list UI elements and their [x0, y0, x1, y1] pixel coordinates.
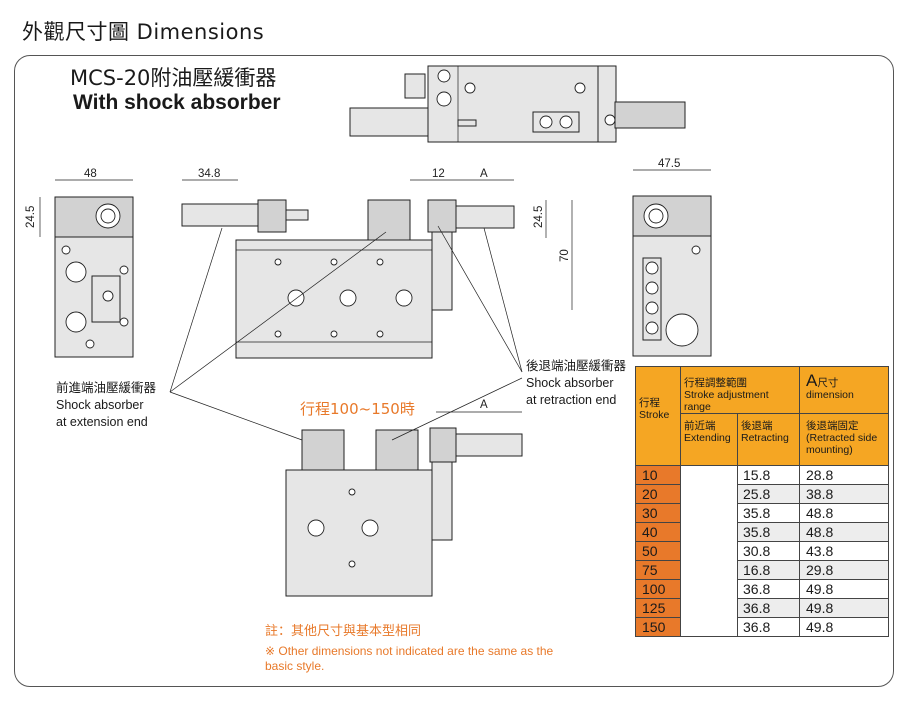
retracting-cell: 16.8 — [737, 560, 800, 580]
ext-absorber-label: 前進端油壓緩衝器 Shock absorber at extension end — [56, 380, 156, 431]
dimension-cell: 49.8 — [799, 579, 889, 599]
detail-view — [285, 427, 523, 597]
page-title: 外觀尺寸圖 Dimensions — [22, 20, 265, 44]
header-extending-cn: 前近端 — [684, 420, 716, 432]
dimension-cell: 49.8 — [799, 598, 889, 618]
dimension-cell: 38.8 — [799, 484, 889, 504]
retracting-cell: 36.8 — [737, 579, 800, 599]
header-stroke-cn: 行程 — [639, 397, 660, 409]
header-a-small: 尺寸dimension — [806, 377, 854, 401]
stroke-cell: 50 — [635, 541, 681, 561]
stroke-cell: 40 — [635, 522, 681, 542]
dimension-cell: 28.8 — [799, 465, 889, 485]
header-fixed: 後退端固定 (Retracted side mounting) — [799, 413, 889, 466]
dimension-cell: 49.8 — [799, 617, 889, 637]
drawing-frame — [14, 55, 894, 687]
right-side-view — [632, 195, 712, 357]
dimension-cell: 29.8 — [799, 560, 889, 580]
header-stroke-en: Stroke — [639, 409, 670, 421]
dim-a-top: A — [480, 168, 488, 180]
header-adjust-cn: 行程調整範圍 — [684, 377, 747, 389]
header-a: A尺寸dimension — [799, 366, 889, 414]
front-view — [181, 199, 515, 359]
header-stroke: 行程 Stroke — [635, 366, 681, 466]
stroke-cell: 150 — [635, 617, 681, 637]
retracting-cell: 35.8 — [737, 503, 800, 523]
model-title-en: With shock absorber — [73, 91, 281, 114]
retracting-cell: 36.8 — [737, 617, 800, 637]
stroke-cell: 20 — [635, 484, 681, 504]
ext-absorber-en-1: Shock absorber — [56, 398, 144, 412]
top-view — [349, 65, 686, 143]
header-retracting-en: Retracting — [741, 432, 789, 444]
dim-48: 48 — [84, 168, 97, 180]
dimension-cell: 48.8 — [799, 522, 889, 542]
extending-max-value — [681, 550, 737, 556]
ret-absorber-en-2: at retraction end — [526, 393, 617, 407]
spec-table: 行程 Stroke 行程調整範圍 Stroke adjustment range… — [635, 366, 889, 637]
stroke-range-label: 行程100~150時 — [300, 400, 415, 418]
header-retracting: 後退端 Retracting — [737, 413, 800, 466]
dimension-cell: 43.8 — [799, 541, 889, 561]
ret-absorber-en-1: Shock absorber — [526, 376, 614, 390]
retracting-cell: 30.8 — [737, 541, 800, 561]
retracting-cell: 35.8 — [737, 522, 800, 542]
stroke-cell: 10 — [635, 465, 681, 485]
extending-cell — [680, 465, 738, 637]
stroke-cell: 125 — [635, 598, 681, 618]
dim-a-bottom: A — [480, 399, 488, 411]
stroke-cell: 100 — [635, 579, 681, 599]
header-adjust-en: Stroke adjustment range — [684, 389, 769, 413]
ret-absorber-cn: 後退端油壓緩衝器 — [526, 359, 627, 373]
dimension-cell: 48.8 — [799, 503, 889, 523]
retracting-cell: 36.8 — [737, 598, 800, 618]
header-extending: 前近端 Extending — [680, 413, 738, 466]
note-en: ※ Other dimensions not indicated are the… — [265, 644, 554, 673]
ext-absorber-cn: 前進端油壓緩衝器 — [56, 381, 157, 395]
dim-47-5: 47.5 — [658, 158, 680, 170]
header-fixed-en: (Retracted side mounting) — [806, 432, 878, 456]
stroke-cell: 75 — [635, 560, 681, 580]
retracting-cell: 15.8 — [737, 465, 800, 485]
header-a-big: A — [806, 371, 818, 390]
header-retracting-cn: 後退端 — [741, 420, 773, 432]
stroke-cell: 30 — [635, 503, 681, 523]
dim-24-5-left: 24.5 — [25, 206, 37, 228]
header-adjust: 行程調整範圍 Stroke adjustment range — [680, 366, 800, 414]
note-cn: 註：其他尺寸與基本型相同 — [265, 624, 422, 639]
header-fixed-cn: 後退端固定 — [806, 420, 859, 432]
dim-70: 70 — [559, 249, 571, 262]
dimension-lines — [39, 169, 711, 441]
model-title-cn: MCS-20附油壓緩衝器 — [70, 66, 277, 90]
ret-absorber-label: 後退端油壓緩衝器 Shock absorber at retraction en… — [526, 358, 626, 409]
dim-34-8: 34.8 — [198, 168, 220, 180]
dim-12: 12 — [432, 168, 445, 180]
ext-absorber-en-2: at extension end — [56, 415, 148, 429]
header-extending-en: Extending — [684, 432, 731, 444]
dim-24-5-mid: 24.5 — [533, 206, 545, 228]
left-side-view — [54, 196, 134, 358]
retracting-cell: 25.8 — [737, 484, 800, 504]
